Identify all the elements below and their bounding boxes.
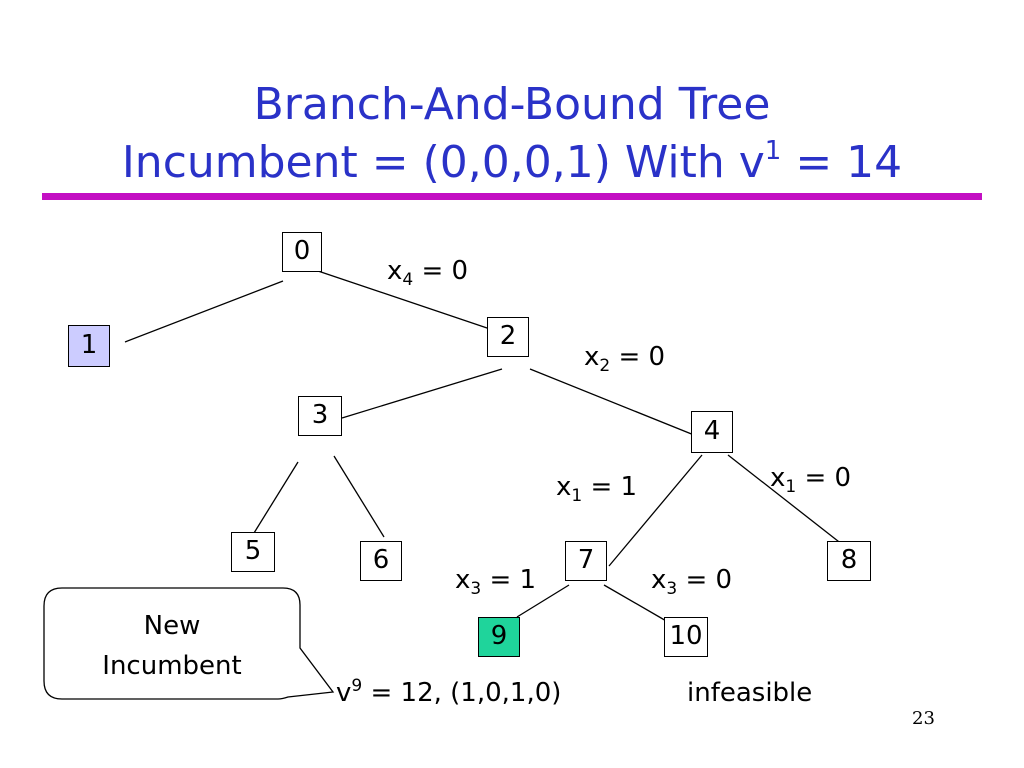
callout-line2: Incumbent [102,651,242,681]
title-line2-value: = 14 [781,137,903,188]
node9-result-label: v9 = 12, (1,0,1,0) [336,675,562,708]
tree-node-4: 4 [691,411,733,453]
tree-node-2: 2 [487,317,529,357]
title-line2-superscript: 1 [764,135,782,166]
slide-title-line2: Incumbent = (0,0,0,1) With v1 = 14 [0,136,1024,190]
tree-node-6: 6 [360,541,402,581]
tree-node-3: 3 [298,396,342,436]
edge-7-10 [603,584,669,623]
branch-label-x3-one: x3 = 1 [455,565,537,599]
edge-4-7 [608,454,703,567]
tree-node-1: 1 [68,325,110,367]
edge-0-1 [124,280,284,343]
edge-3-5 [253,461,299,534]
edge-2-3 [341,368,503,419]
edge-2-4 [529,368,695,436]
tree-node-9: 9 [478,617,520,657]
branch-label-x3-zero: x3 = 0 [651,565,733,599]
slide-title-line1: Branch-And-Bound Tree [253,79,771,130]
edge-4-8 [727,454,844,546]
tree-node-10: 10 [664,617,708,657]
edge-7-9 [516,584,570,618]
branch-label-x1-one: x1 = 1 [556,472,638,506]
branch-label-x4: x4 = 0 [387,256,469,290]
tree-node-5: 5 [231,532,275,572]
tree-node-7: 7 [565,541,607,581]
node10-result-label: infeasible [687,678,813,708]
title-line2-text: Incumbent = (0,0,0,1) With v [121,137,765,188]
tree-node-8: 8 [827,541,871,581]
edge-0-2 [317,270,491,330]
branch-label-x1-zero: x1 = 0 [770,463,852,497]
tree-node-0: 0 [282,232,322,272]
title-divider-rule [42,193,982,200]
edge-3-6 [333,455,385,538]
callout-bubble [43,587,335,700]
callout-line1: New [143,611,201,641]
branch-label-x2: x2 = 0 [584,342,666,376]
page-number: 23 [912,708,935,729]
